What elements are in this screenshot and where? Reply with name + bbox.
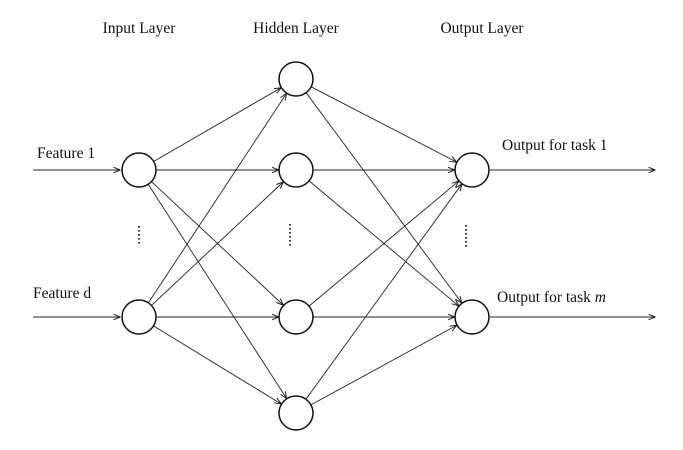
feature-d-label: Feature d (33, 285, 91, 302)
output-neuron-1 (454, 152, 490, 188)
output-task-m-variable: m (595, 289, 606, 306)
input-layer-title: Input Layer (103, 20, 177, 37)
edge-input-2-to-hidden-2 (151, 182, 283, 306)
edge-hidden-1-to-output-1 (310, 86, 456, 162)
edge-input-1-to-hidden-4 (147, 184, 286, 398)
output-task-m-prefix: Output for task (497, 289, 595, 306)
edge-input-2-to-hidden-4 (153, 325, 282, 404)
feature-1-label: Feature 1 (37, 145, 95, 162)
output-layer-title: Output Layer (440, 20, 524, 37)
input-neuron-1 (121, 152, 157, 188)
hidden-neuron-4 (278, 395, 314, 431)
neurons (121, 61, 490, 431)
edge-hidden-4-to-output-1 (305, 184, 462, 400)
edge-input-1-to-hidden-1 (153, 88, 281, 162)
output-neuron-2 (454, 299, 490, 335)
edge-input-2-to-hidden-1 (148, 94, 286, 304)
hidden-neuron-1 (278, 61, 314, 97)
output-task-m-label: Output for task m (497, 289, 606, 306)
edge-hidden-1-to-output-2 (305, 92, 462, 303)
hidden-layer-title: Hidden Layer (253, 20, 339, 37)
input-neuron-2 (121, 299, 157, 335)
hidden-neuron-2 (278, 152, 314, 188)
connection-edges (147, 86, 462, 406)
edge-hidden-3-to-output-1 (308, 181, 459, 307)
output-task-1-label: Output for task 1 (502, 137, 607, 154)
hidden-neuron-3 (278, 299, 314, 335)
edge-hidden-4-to-output-2 (310, 325, 457, 406)
